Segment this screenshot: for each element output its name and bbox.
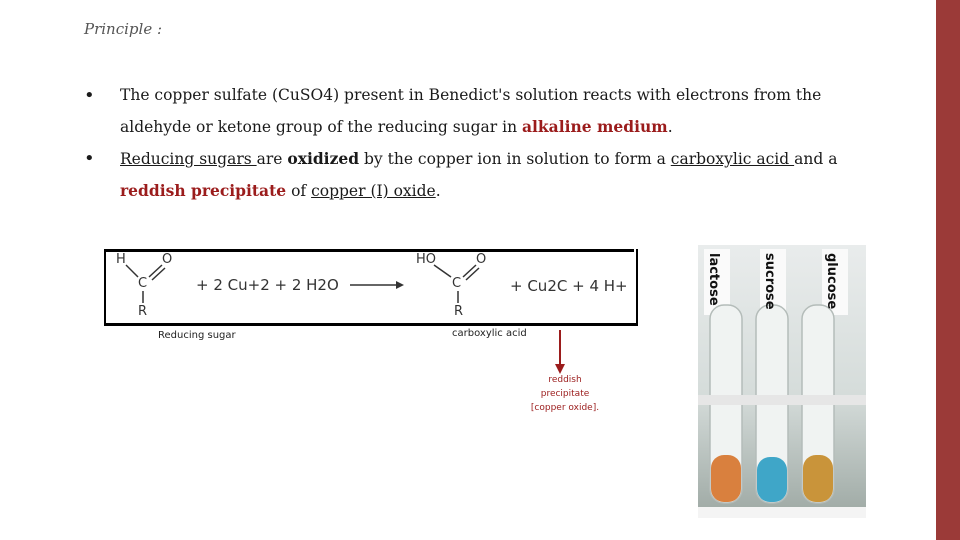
bullet-dot: • xyxy=(84,85,95,106)
reddish-line-1: reddish xyxy=(548,375,582,385)
eq-products: + Cu2C + 4 H+ xyxy=(510,277,628,295)
bond-ho-c xyxy=(433,264,452,278)
reducing-sugars-underline: Reducing sugars xyxy=(120,150,257,168)
rack-bar xyxy=(698,395,866,405)
bullet2-text-2: by the copper ion in solution to form a xyxy=(359,150,671,168)
liquid-amber xyxy=(803,455,833,502)
eq-c-right: C xyxy=(452,276,461,291)
bullet-item-1: • The copper sulfate (CuSO4) present in … xyxy=(84,80,864,143)
bullet2-text-5: . xyxy=(435,182,441,200)
carboxylic-acid-caption: carboxylic acid xyxy=(452,328,527,339)
bullet2-text-1: are xyxy=(256,150,288,168)
rack-base xyxy=(698,507,866,518)
reddish-line-3: [copper oxide]. xyxy=(530,403,600,413)
bullet1-text-b: . xyxy=(667,118,673,136)
arrow-head-icon xyxy=(396,281,404,289)
reddish-precipitate-caption: reddish precipitate [copper oxide]. xyxy=(520,373,610,415)
label-strip-sucrose xyxy=(760,249,786,315)
liquid-blue xyxy=(757,457,787,502)
label-strip-lactose xyxy=(704,249,730,315)
oxidized-bold: oxidized xyxy=(287,149,360,168)
bullet2-text-4: of xyxy=(286,182,312,200)
bond-c-o-2 xyxy=(151,267,166,281)
liquid-orange xyxy=(711,455,741,502)
eq-c-left: C xyxy=(138,276,147,291)
bond-c-o-3 xyxy=(462,264,477,278)
bullet1-text-a: The copper sulfate (CuSO4) present in Be… xyxy=(120,86,822,136)
bond-c-o-4 xyxy=(465,267,480,281)
label-glucose: glucose xyxy=(824,253,839,310)
label-lactose: lactose xyxy=(706,253,721,306)
slide-heading: Principle : xyxy=(84,20,163,38)
bond-c-o-1 xyxy=(148,264,163,278)
reducing-sugar-caption: Reducing sugar xyxy=(158,330,236,341)
eq-o-right: O xyxy=(476,252,486,267)
bond-h-c xyxy=(125,264,139,278)
eq-ho: HO xyxy=(416,252,436,267)
reddish-line-2: precipitate xyxy=(540,389,590,399)
eq-o-top: O xyxy=(162,252,172,267)
test-tube-illustration xyxy=(698,245,866,518)
carboxylic-acid-underline: carboxylic acid xyxy=(670,150,795,168)
pointer-arrow xyxy=(555,330,565,374)
equation-top-border xyxy=(104,249,634,252)
alkaline-medium-emphasis: alkaline medium xyxy=(522,117,668,136)
equation-box xyxy=(104,249,638,326)
bullet-dot: • xyxy=(84,148,95,169)
copper-oxide-underline: copper (I) oxide xyxy=(311,182,436,200)
eq-r-right: R xyxy=(454,304,463,319)
eq-reactants: + 2 Cu+2 + 2 H2O xyxy=(196,276,339,294)
bullet-item-2: • Reducing sugars are oxidized by the co… xyxy=(84,143,864,207)
label-sucrose: sucrose xyxy=(762,253,777,310)
label-strip-glucose xyxy=(822,249,848,315)
accent-sidebar xyxy=(936,0,960,540)
reddish-precipitate-emphasis: reddish precipitate xyxy=(120,181,287,200)
bullet-list: • The copper sulfate (CuSO4) present in … xyxy=(84,80,864,207)
eq-h-top: H xyxy=(116,252,126,267)
pointer-down-icon xyxy=(555,364,565,374)
bullet2-text-3: and a xyxy=(794,150,838,168)
reaction-equation: H O C R + 2 Cu+2 + 2 H2O HO O C R + Cu2C… xyxy=(116,252,628,319)
eq-r-left: R xyxy=(138,304,147,319)
test-tube-photo: lactose sucrose glucose xyxy=(698,245,866,518)
